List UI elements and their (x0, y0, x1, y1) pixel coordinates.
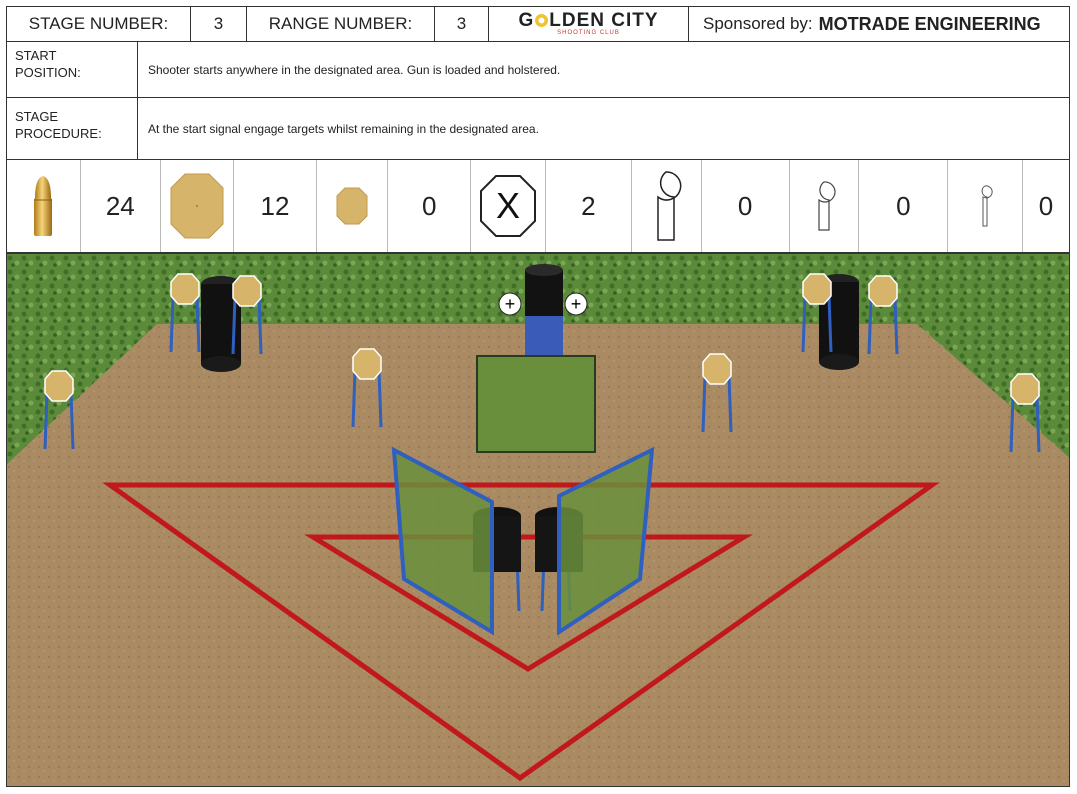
header-row: STAGE NUMBER: 3 RANGE NUMBER: 3 G LDEN CI… (6, 6, 1070, 42)
start-position-text: Shooter starts anywhere in the designate… (138, 42, 1069, 97)
no-shoot-target-count: 2 (546, 160, 632, 252)
paper-target-large-icon (161, 160, 234, 252)
back-wall (477, 356, 595, 452)
steel-popper-small-count: 0 (1023, 160, 1069, 252)
svg-text:+: + (571, 294, 582, 314)
paper-target-large-count: 12 (234, 160, 318, 252)
stage-number-label: STAGE NUMBER: (7, 7, 191, 41)
stage-procedure-row: STAGE PROCEDURE: At the start signal eng… (6, 98, 1070, 160)
stage-diagram: + + (6, 253, 1070, 787)
sponsor-label: Sponsored by: (703, 14, 813, 34)
range-number-label: RANGE NUMBER: (247, 7, 435, 41)
logo-text-pre: G (518, 10, 534, 31)
stage-number-value: 3 (191, 7, 247, 41)
bullet-icon (7, 160, 81, 252)
stage-procedure-text: At the start signal engage targets whils… (138, 98, 1069, 159)
stage-procedure-label: STAGE PROCEDURE: (7, 98, 138, 159)
svg-text:X: X (496, 185, 520, 226)
bullet-count: 24 (81, 160, 161, 252)
start-position-label: START POSITION: (7, 42, 138, 97)
paper-target-small-icon (317, 160, 388, 252)
start-position-label-line1: START (15, 47, 129, 64)
steel-popper-medium-icon (790, 160, 860, 252)
svg-text:+: + (505, 294, 516, 314)
club-logo: G LDEN CITY SHOOTING CLUB (489, 7, 689, 41)
logo-target-icon (535, 14, 548, 27)
stage-procedure-label-line1: STAGE (15, 108, 129, 125)
start-position-label-line2: POSITION: (15, 64, 129, 81)
range-number-value: 3 (435, 7, 489, 41)
center-barrel (525, 264, 563, 356)
logo-text-post: LDEN CITY (549, 10, 658, 31)
sponsor-name: MOTRADE ENGINEERING (819, 14, 1041, 35)
logo-subtitle: SHOOTING CLUB (557, 30, 620, 37)
stage-procedure-label-line2: PROCEDURE: (15, 125, 129, 142)
target-count-row: 24 12 0 X 2 0 0 0 (6, 160, 1070, 253)
steel-popper-large-icon (632, 160, 702, 252)
paper-target-small-count: 0 (388, 160, 471, 252)
steel-popper-large-count: 0 (702, 160, 790, 252)
start-position-row: START POSITION: Shooter starts anywhere … (6, 42, 1070, 98)
steel-popper-medium-count: 0 (859, 160, 948, 252)
steel-popper-small-icon (948, 160, 1023, 252)
sponsor: Sponsored by: MOTRADE ENGINEERING (689, 7, 1069, 41)
no-shoot-target-icon: X (471, 160, 546, 252)
